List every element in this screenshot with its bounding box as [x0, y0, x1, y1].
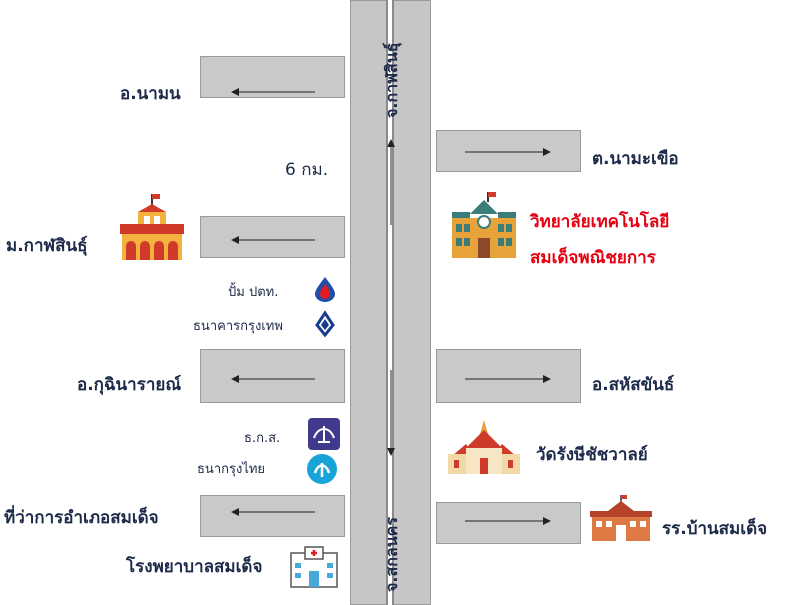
label-kalasin-uni: ม.กาฬสินธุ์ — [6, 236, 88, 256]
road-school — [436, 498, 581, 548]
label-district-office: ที่ว่าการอำเภอสมเด็จ — [4, 508, 159, 528]
ptt-icon — [315, 277, 335, 302]
label-na-ma-chuea: ต.นามะเขือ — [592, 149, 679, 169]
label-ptt: ปั้ม ปตท. — [228, 285, 279, 300]
label-bangkok-bank: ธนาคารกรุงเทพ — [193, 319, 283, 334]
road-sahatsakhan — [436, 345, 581, 407]
road-na-ma-chuea — [436, 126, 581, 176]
road-label-south: จ.สกลนคร — [382, 517, 401, 592]
label-sahatsakhan: อ.สหัสขันธ์ — [592, 375, 675, 395]
school-icon — [590, 495, 652, 541]
road-kuchinarai — [200, 345, 345, 407]
temple-icon — [448, 420, 520, 474]
road-label-north: จ.กาฬสินธุ์ — [382, 42, 401, 118]
label-kuchinarai: อ.กุฉินารายณ์ — [77, 375, 182, 395]
building-icon — [120, 194, 184, 260]
label-krungthai: ธนากรุงไทย — [197, 462, 266, 477]
baac-icon — [308, 418, 340, 450]
road-kalasin-uni — [200, 212, 345, 262]
college-icon — [452, 192, 516, 258]
krungthai-icon — [307, 454, 337, 484]
label-school: รร.บ้านสมเด็จ — [662, 519, 768, 539]
label-college-2: สมเด็จพณิชยการ — [530, 248, 656, 268]
label-baac: ธ.ก.ส. — [244, 431, 281, 446]
label-na-mon: อ.นามน — [120, 84, 181, 104]
label-hospital: โรงพยาบาลสมเด็จ — [126, 557, 263, 577]
road-district-office — [200, 491, 345, 541]
label-wat: วัดรังษีชัชวาลย์ — [536, 445, 648, 465]
label-college-1: วิทยาลัยเทคโนโลยี — [530, 212, 670, 232]
hospital-icon — [290, 546, 338, 588]
road-na-mon — [200, 52, 345, 102]
bangkok-bank-icon — [315, 310, 335, 338]
label-distance: 6 กม. — [285, 160, 329, 180]
